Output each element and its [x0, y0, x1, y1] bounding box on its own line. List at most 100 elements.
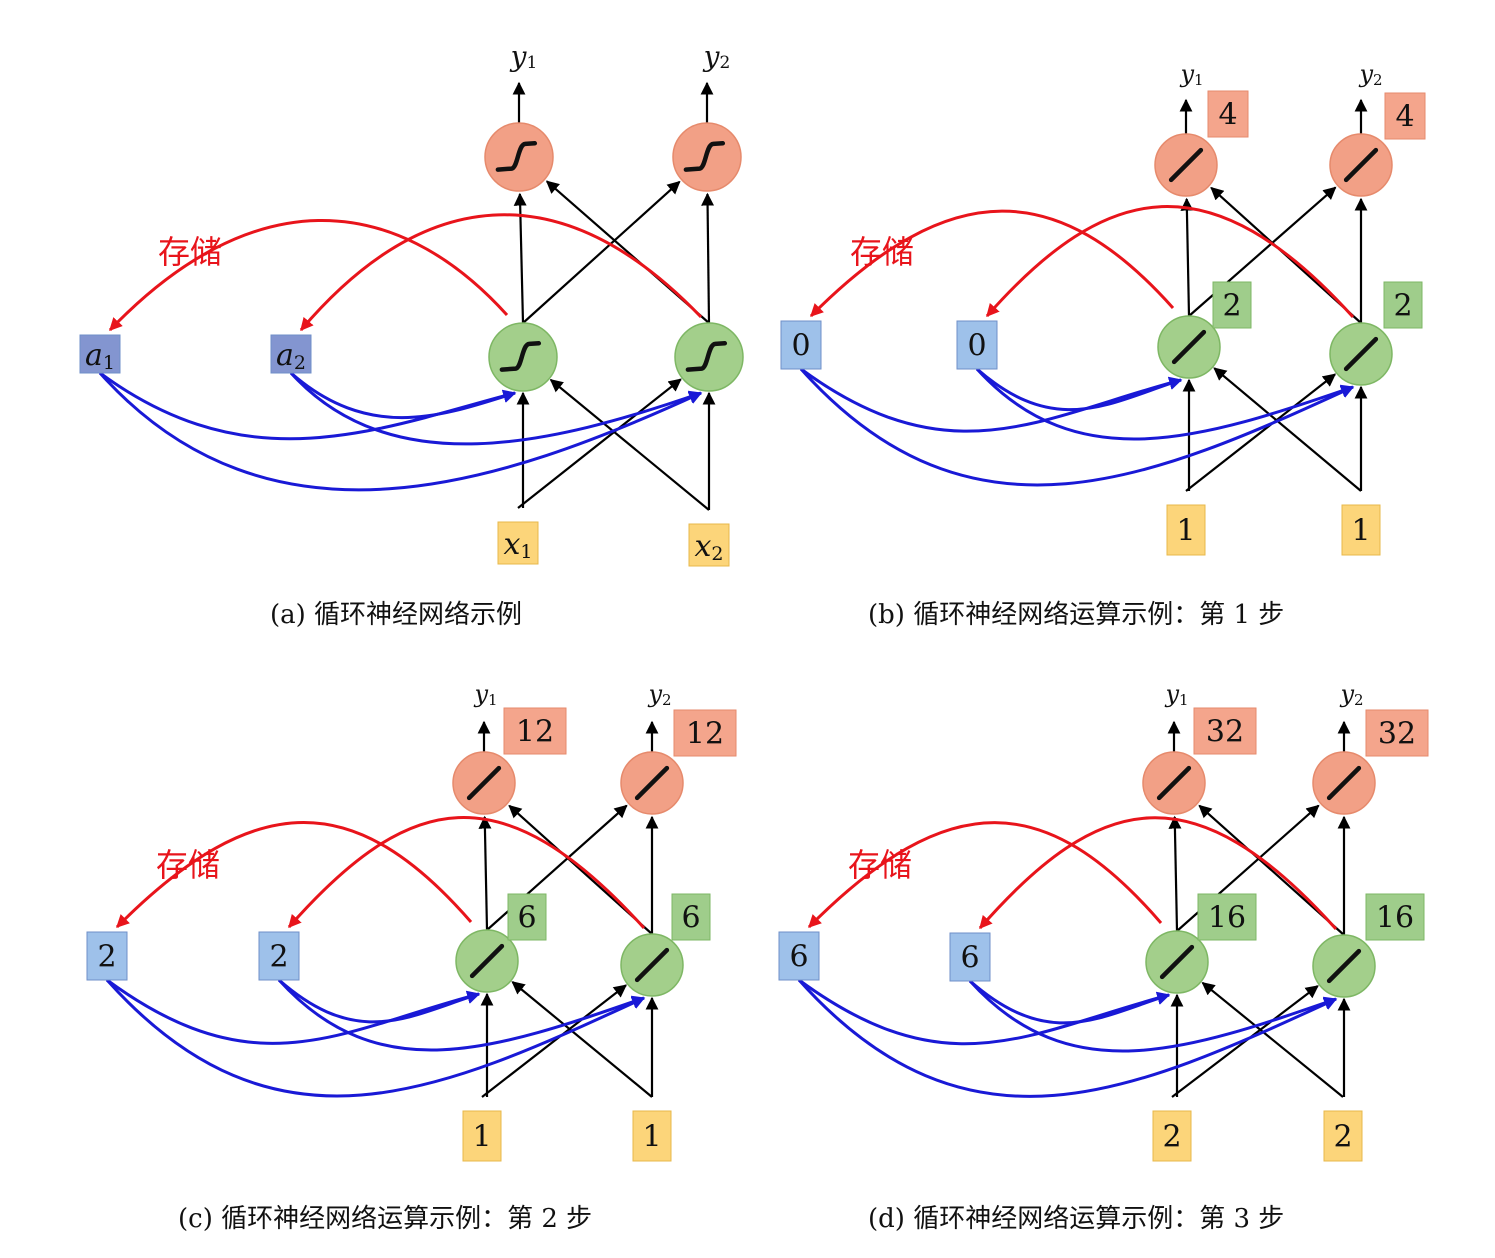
memory-cell-2 — [258, 931, 300, 981]
hidden-value-box-2 — [1383, 281, 1423, 329]
input-cell-1 — [462, 1110, 502, 1162]
output-value-2: 12 — [686, 717, 724, 752]
output-label-1-base: y — [1164, 680, 1179, 708]
store-curve-2 — [299, 213, 703, 331]
output-label-1: y1 — [473, 680, 497, 709]
hidden-value-box-1 — [507, 893, 547, 941]
edge-hidden-2-output-2 — [701, 192, 715, 324]
input-label-2: x2 — [694, 529, 723, 566]
memory-cell-2 — [270, 334, 312, 374]
output-label-1-sub: 1 — [488, 691, 498, 709]
sigmoid-curve-icon — [495, 141, 538, 172]
recur-mem2-hidden2 — [289, 371, 703, 446]
memory-cell-1 — [86, 931, 128, 981]
recur-mem1-hidden1 — [798, 978, 1171, 1046]
output-label-2: y2 — [1358, 60, 1382, 89]
edge-input-2-hidden-1 — [549, 379, 710, 511]
caption-a: (a) 循环神经网络示例 — [270, 600, 523, 630]
output-value-2: 32 — [1378, 717, 1416, 752]
output-value-box-1 — [1207, 90, 1249, 138]
input-label-2: 1 — [642, 1120, 661, 1155]
memory-label-2: a2 — [276, 338, 306, 375]
input-label-1: 1 — [1176, 514, 1195, 549]
linear-line-icon — [634, 765, 670, 801]
linear-line-icon — [1343, 336, 1379, 372]
recur-mem1-hidden2 — [799, 367, 1355, 487]
output-value-box-2 — [1365, 709, 1429, 757]
hidden-value-box-1 — [1197, 893, 1257, 941]
output-label-2-base: y — [1358, 60, 1373, 88]
output-label-2-sub: 2 — [1354, 691, 1364, 709]
memory-cell-1 — [778, 931, 820, 981]
linear-line-icon — [1171, 329, 1207, 365]
input-label-2-base: x — [694, 529, 711, 564]
linear-line-icon — [466, 765, 502, 801]
recur-mem2-hidden2 — [277, 978, 646, 1052]
linear-line-icon — [1159, 944, 1195, 980]
memory-label-2-sub: 2 — [294, 352, 306, 374]
linear-line-icon — [1326, 948, 1362, 984]
memory-cell-2 — [956, 320, 998, 370]
hidden-value-1: 16 — [1208, 901, 1246, 936]
input-label-2: 1 — [1351, 514, 1370, 549]
input-cell-1 — [497, 521, 539, 565]
edge-hidden-1-output-1 — [1180, 197, 1194, 317]
store-curve-1 — [807, 821, 1163, 929]
store-label: 存储 — [158, 233, 222, 271]
edge-input-1-hidden-2 — [1185, 373, 1337, 492]
edge-hidden-1-output-1 — [1168, 815, 1182, 932]
linear-line-icon — [469, 943, 505, 979]
recur-mem1-hidden2 — [797, 978, 1338, 1098]
memory-label-1-base: a — [85, 338, 103, 373]
edge-input-2-hidden-1 — [1213, 367, 1362, 492]
edge-hidden-1-output-2 — [1188, 186, 1337, 317]
recur-mem2-hidden1 — [976, 367, 1183, 412]
hidden-value-1: 2 — [1222, 289, 1241, 324]
output-label-1-sub: 1 — [1179, 691, 1189, 709]
edge-input-1-hidden-2 — [481, 984, 627, 1098]
input-label-2-sub: 2 — [711, 543, 723, 565]
recur-mem1-hidden2 — [98, 371, 703, 492]
input-label-1: 1 — [472, 1120, 491, 1155]
store-curve-1 — [108, 219, 509, 332]
output-label-1-base: y — [1179, 60, 1194, 88]
output-value-box-1 — [1193, 707, 1257, 755]
recur-mem1-hidden2 — [105, 978, 646, 1098]
hidden-value-1: 6 — [517, 901, 536, 936]
output-label-1-base: y — [473, 680, 488, 708]
edge-hidden-1-output-2 — [522, 180, 681, 324]
output-label-2: y2 — [647, 680, 671, 709]
linear-line-icon — [1326, 765, 1362, 801]
recur-mem1-hidden1 — [106, 978, 481, 1045]
edge-input-2-hidden-1 — [1201, 981, 1344, 1098]
recur-mem2-hidden2 — [975, 367, 1355, 441]
input-label-1: x1 — [503, 527, 532, 564]
caption-d: (d) 循环神经网络运算示例：第 3 步 — [868, 1204, 1285, 1234]
output-label-1-sub: 1 — [1194, 71, 1204, 89]
sigmoid-curve-icon — [499, 341, 542, 372]
memory-label-2-base: a — [276, 338, 294, 373]
edge-hidden-1-output-1 — [513, 192, 527, 324]
store-curve-1 — [809, 209, 1175, 318]
linear-line-icon — [1343, 147, 1379, 183]
hidden-value-2: 16 — [1376, 901, 1414, 936]
output-label-2-base: y — [647, 680, 662, 708]
memory-label-1: a1 — [85, 338, 115, 375]
input-cell-2 — [688, 523, 730, 567]
store-curve-1 — [115, 821, 473, 929]
output-label-2-base: y — [1339, 680, 1354, 708]
caption-b: (b) 循环神经网络运算示例：第 1 步 — [868, 600, 1285, 630]
output-label-2: y2 — [1339, 680, 1363, 709]
hidden-value-2: 6 — [681, 901, 700, 936]
memory-label-1: 6 — [789, 940, 808, 975]
hidden-value-box-2 — [671, 893, 711, 941]
output-value-box-2 — [1384, 92, 1426, 140]
output-label-2: y2 — [702, 40, 731, 74]
memory-cell-2 — [949, 932, 991, 982]
